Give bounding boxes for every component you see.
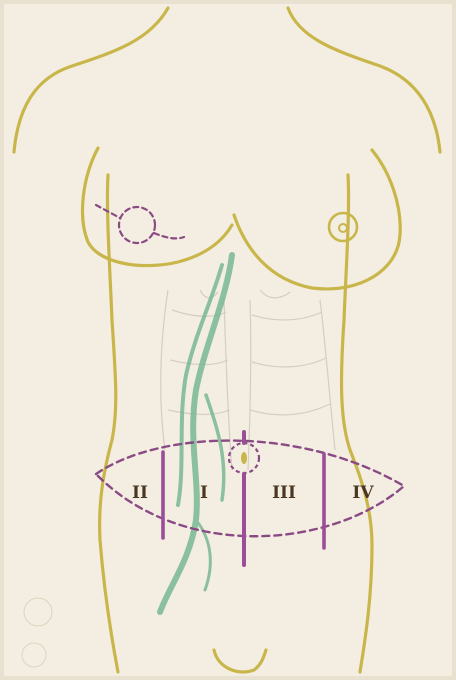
zone-label-i: I [200, 483, 208, 503]
zone-label-iv: IV [352, 483, 374, 503]
zone-label-iii: III [272, 483, 296, 503]
zone-label-ii: II [132, 483, 148, 503]
umbilicus-center [241, 452, 247, 464]
